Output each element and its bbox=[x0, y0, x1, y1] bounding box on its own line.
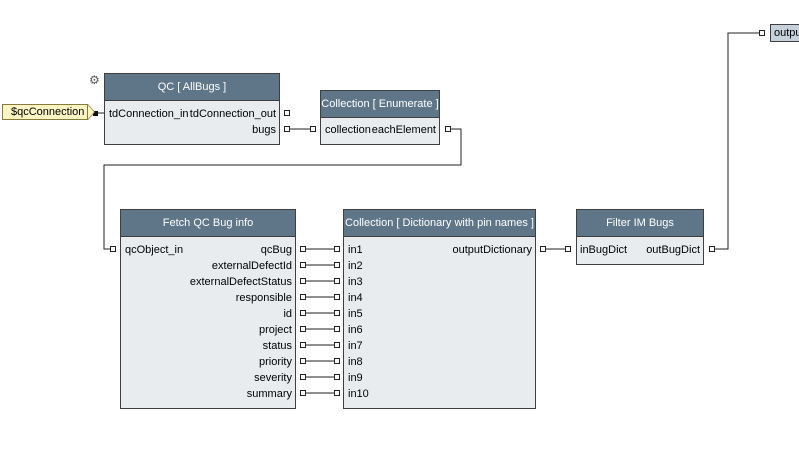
pin-connector[interactable] bbox=[300, 374, 306, 380]
pin-connector[interactable] bbox=[445, 126, 451, 132]
node-collection-enumerate[interactable]: Collection [ Enumerate ] collection each… bbox=[320, 90, 440, 145]
pin-in5[interactable]: in5 bbox=[348, 308, 363, 320]
pin-connector[interactable] bbox=[334, 278, 340, 284]
pin-project[interactable]: project bbox=[258, 324, 292, 336]
node-title: QC [ AllBugs ] bbox=[105, 74, 279, 101]
pin-status[interactable]: status bbox=[262, 340, 292, 352]
node-title: Collection [ Dictionary with pin names ] bbox=[344, 210, 535, 237]
pin-in3[interactable]: in3 bbox=[348, 276, 363, 288]
wire-group-fetch-to-dict bbox=[303, 248, 337, 394]
pin-each-element[interactable]: eachElement bbox=[371, 124, 436, 136]
pin-connector[interactable] bbox=[540, 246, 546, 252]
pin-priority[interactable]: priority bbox=[258, 356, 292, 368]
pin-tdconnection-out[interactable]: tdConnection_out bbox=[189, 108, 276, 120]
node-fetch-qc-bug-info[interactable]: Fetch QC Bug info qcObject_in qcBug exter… bbox=[120, 209, 296, 409]
node-title: Fetch QC Bug info bbox=[121, 210, 295, 237]
pin-tdconnection-in[interactable]: tdConnection_in bbox=[109, 108, 189, 120]
pin-connector[interactable] bbox=[300, 326, 306, 332]
pin-connector[interactable] bbox=[300, 358, 306, 364]
pin-connector[interactable] bbox=[310, 126, 316, 132]
pin-connector[interactable] bbox=[334, 310, 340, 316]
pin-external-defect-status[interactable]: externalDefectStatus bbox=[189, 276, 292, 288]
pin-connector[interactable] bbox=[300, 246, 306, 252]
output-label: outpu bbox=[774, 27, 799, 39]
pin-connector[interactable] bbox=[300, 262, 306, 268]
pin-in-bug-dict[interactable]: inBugDict bbox=[580, 244, 628, 256]
pin-output-dictionary[interactable]: outputDictionary bbox=[452, 244, 533, 256]
gear-icon[interactable]: ⚙ bbox=[89, 73, 100, 87]
pin-in1[interactable]: in1 bbox=[348, 244, 363, 256]
pin-qcobject-in[interactable]: qcObject_in bbox=[125, 244, 184, 256]
pin-in9[interactable]: in9 bbox=[348, 372, 363, 384]
pin-connector[interactable] bbox=[300, 278, 306, 284]
pin-connector[interactable] bbox=[300, 310, 306, 316]
pin-connector[interactable] bbox=[300, 342, 306, 348]
pin-connector[interactable] bbox=[300, 294, 306, 300]
pin-in10[interactable]: in10 bbox=[348, 388, 369, 400]
pin-external-defect-id[interactable]: externalDefectId bbox=[211, 260, 292, 272]
qc-connection-variable[interactable]: $qcConnection bbox=[2, 104, 88, 120]
node-filter-im-bugs[interactable]: Filter IM Bugs inBugDict outBugDict bbox=[576, 209, 704, 265]
pin-connector[interactable] bbox=[565, 246, 571, 252]
pin-in7[interactable]: in7 bbox=[348, 340, 363, 352]
pin-responsible[interactable]: responsible bbox=[235, 292, 292, 304]
pin-connector[interactable] bbox=[110, 246, 116, 252]
pin-connector[interactable] bbox=[334, 358, 340, 364]
pin-connector[interactable] bbox=[334, 262, 340, 268]
pin-connector[interactable] bbox=[759, 30, 765, 36]
wire-each-element bbox=[103, 128, 462, 250]
node-title: Filter IM Bugs bbox=[577, 210, 703, 237]
pin-connector[interactable] bbox=[334, 246, 340, 252]
pin-severity[interactable]: severity bbox=[254, 372, 292, 384]
wire-out-bug-dict bbox=[714, 32, 760, 250]
pin-collection[interactable]: collection bbox=[325, 124, 371, 136]
pin-connector[interactable] bbox=[334, 342, 340, 348]
pin-connector[interactable] bbox=[334, 374, 340, 380]
pin-out-bug-dict[interactable]: outBugDict bbox=[646, 244, 700, 256]
pin-connector[interactable] bbox=[284, 110, 290, 116]
pin-connector[interactable] bbox=[334, 294, 340, 300]
pin-connector[interactable] bbox=[334, 326, 340, 332]
node-qc-allbugs[interactable]: QC [ AllBugs ] tdConnection_in tdConnect… bbox=[104, 73, 280, 145]
pin-connector[interactable] bbox=[709, 246, 715, 252]
pin-connector[interactable] bbox=[284, 126, 290, 132]
node-collection-dictionary[interactable]: Collection [ Dictionary with pin names ]… bbox=[343, 209, 536, 409]
node-title: Collection [ Enumerate ] bbox=[321, 91, 439, 118]
pin-connector[interactable] bbox=[334, 390, 340, 396]
pin-id[interactable]: id bbox=[283, 308, 292, 320]
pin-summary[interactable]: summary bbox=[246, 388, 292, 400]
pin-in4[interactable]: in4 bbox=[348, 292, 363, 304]
variable-arrow-fill bbox=[88, 105, 94, 119]
output-node[interactable]: outpu bbox=[770, 24, 799, 42]
pin-in8[interactable]: in8 bbox=[348, 356, 363, 368]
pin-bugs[interactable]: bugs bbox=[252, 124, 276, 136]
variable-pin[interactable] bbox=[93, 111, 98, 116]
variable-label: $qcConnection bbox=[11, 106, 85, 118]
pin-qc-bug[interactable]: qcBug bbox=[260, 244, 292, 256]
pin-in2[interactable]: in2 bbox=[348, 260, 363, 272]
pin-in6[interactable]: in6 bbox=[348, 324, 363, 336]
pin-connector[interactable] bbox=[300, 390, 306, 396]
